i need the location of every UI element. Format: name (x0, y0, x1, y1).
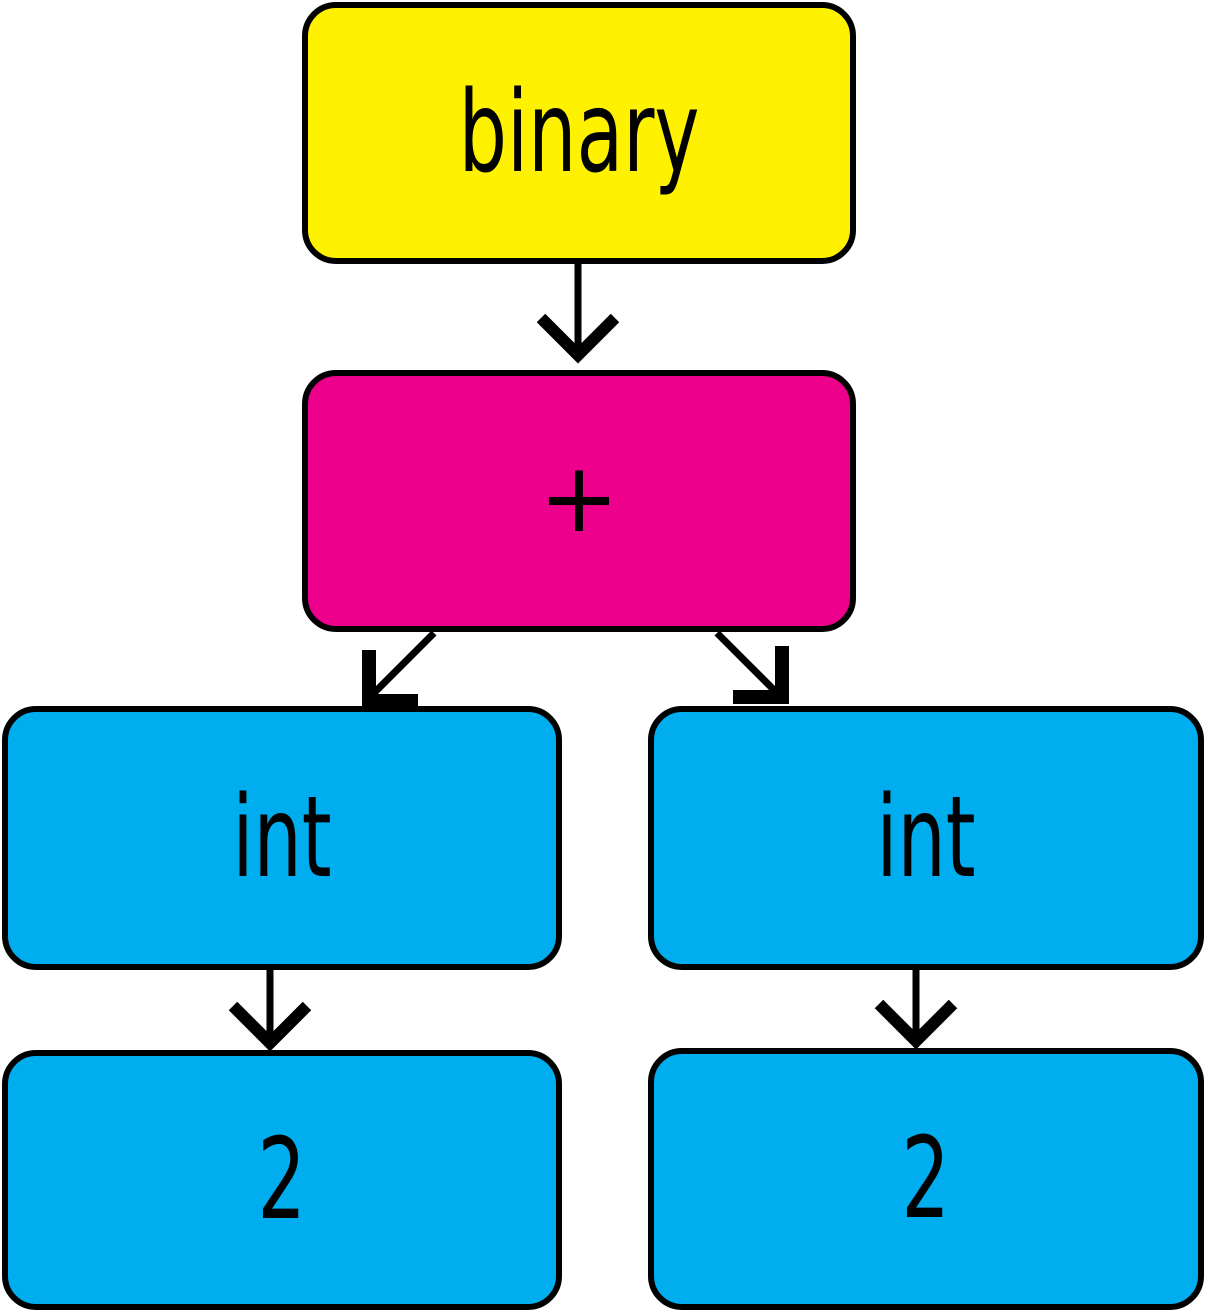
operator-node: + (302, 370, 856, 632)
binary-node: binary (302, 2, 856, 264)
right-int-node-label: int (876, 773, 976, 903)
right-value-node-label: 2 (901, 1114, 951, 1244)
edge-plus-to-left-int (362, 630, 437, 708)
operator-node-label: + (538, 442, 620, 554)
binary-node-label: binary (458, 68, 700, 198)
right-value-node: 2 (648, 1048, 1204, 1310)
left-value-node-label: 2 (257, 1115, 307, 1245)
left-int-node: int (2, 706, 562, 970)
edge-right-int-to-2 (874, 966, 958, 1050)
edge-binary-to-plus (536, 262, 620, 364)
right-int-node: int (648, 706, 1204, 970)
edge-left-int-to-2 (228, 968, 312, 1052)
left-value-node: 2 (2, 1050, 562, 1310)
edge-plus-to-right-int (714, 630, 789, 704)
left-int-node-label: int (232, 773, 332, 903)
